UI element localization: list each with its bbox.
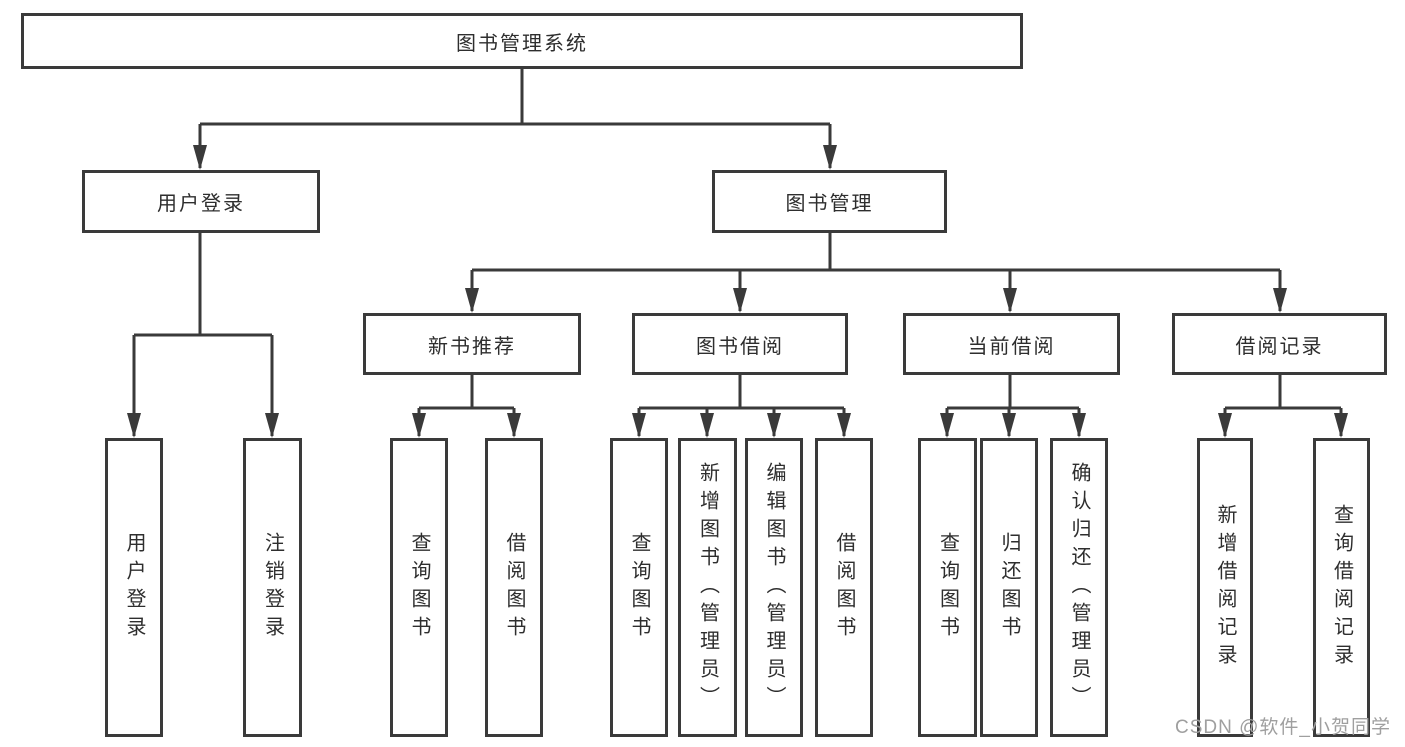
arrow-down-icon [767, 413, 781, 438]
leaf-label: 查询图书 [628, 531, 650, 644]
arrow-down-icon [193, 145, 207, 170]
leaf-confirm-return-admin: 确认归还（管理员） [1050, 438, 1108, 737]
leaf-query-books-recommend: 查询图书 [390, 438, 448, 737]
leaf-label: 新增图书（管理员） [696, 461, 719, 714]
csdn-watermark: CSDN @软件_小贺同学 [1175, 717, 1391, 738]
arrow-down-icon [632, 413, 646, 438]
arrow-down-icon [1273, 288, 1287, 313]
arrow-down-icon [733, 288, 747, 313]
arrow-down-icon [1002, 413, 1016, 438]
leaf-label: 查询图书 [936, 531, 959, 644]
leaf-add-borrow-record: 新增借阅记录 [1197, 438, 1253, 737]
arrow-down-icon [940, 413, 954, 438]
leaf-query-borrow-record: 查询借阅记录 [1313, 438, 1370, 737]
leaf-label: 编辑图书（管理员） [763, 461, 785, 714]
leaf-label: 归还图书 [998, 531, 1020, 644]
arrow-down-icon [700, 413, 714, 438]
leaf-label: 注销登录 [261, 531, 284, 644]
arrow-down-icon [127, 413, 141, 438]
leaf-user-login: 用户登录 [105, 438, 163, 737]
node-current-borrow: 当前借阅 [903, 313, 1120, 375]
node-root-system: 图书管理系统 [21, 13, 1023, 69]
node-book-borrow: 图书借阅 [632, 313, 848, 375]
node-book-management: 图书管理 [712, 170, 947, 233]
connector-borrow-records-group [1223, 375, 1343, 436]
leaf-label: 借阅图书 [503, 531, 525, 644]
connector-user-login-group [132, 233, 274, 436]
connector-root-to-level2 [198, 69, 832, 168]
connector-new-book-group [417, 375, 516, 436]
arrow-down-icon [837, 413, 851, 438]
leaf-label: 确认归还（管理员） [1068, 461, 1090, 714]
leaf-label: 查询借阅记录 [1330, 503, 1353, 672]
connector-book-management-group [470, 233, 1282, 311]
leaf-borrow-books-recommend: 借阅图书 [485, 438, 543, 737]
node-user-login: 用户登录 [82, 170, 320, 233]
leaf-label: 用户登录 [123, 531, 145, 644]
node-new-book-recommend: 新书推荐 [363, 313, 581, 375]
leaf-query-books-current: 查询图书 [918, 438, 977, 737]
connector-current-borrow-group [945, 375, 1081, 436]
arrowheads [127, 145, 1348, 438]
leaf-borrow-books: 借阅图书 [815, 438, 873, 737]
arrow-down-icon [412, 413, 426, 438]
leaf-label: 查询图书 [408, 531, 430, 644]
arrow-down-icon [465, 288, 479, 313]
arrow-down-icon [507, 413, 521, 438]
arrow-down-icon [1003, 288, 1017, 313]
leaf-label: 借阅图书 [833, 531, 855, 644]
arrow-down-icon [1334, 413, 1348, 438]
leaf-query-books-borrow: 查询图书 [610, 438, 668, 737]
leaf-logout: 注销登录 [243, 438, 302, 737]
arrow-down-icon [265, 413, 279, 438]
arrow-down-icon [823, 145, 837, 170]
leaf-return-books: 归还图书 [980, 438, 1038, 737]
arrow-down-icon [1218, 413, 1232, 438]
node-borrow-records: 借阅记录 [1172, 313, 1387, 375]
leaf-edit-books-admin: 编辑图书（管理员） [745, 438, 803, 737]
connector-book-borrow-group [637, 375, 846, 436]
leaf-add-books-admin: 新增图书（管理员） [678, 438, 737, 737]
leaf-label: 新增借阅记录 [1214, 503, 1236, 672]
arrow-down-icon [1072, 413, 1086, 438]
